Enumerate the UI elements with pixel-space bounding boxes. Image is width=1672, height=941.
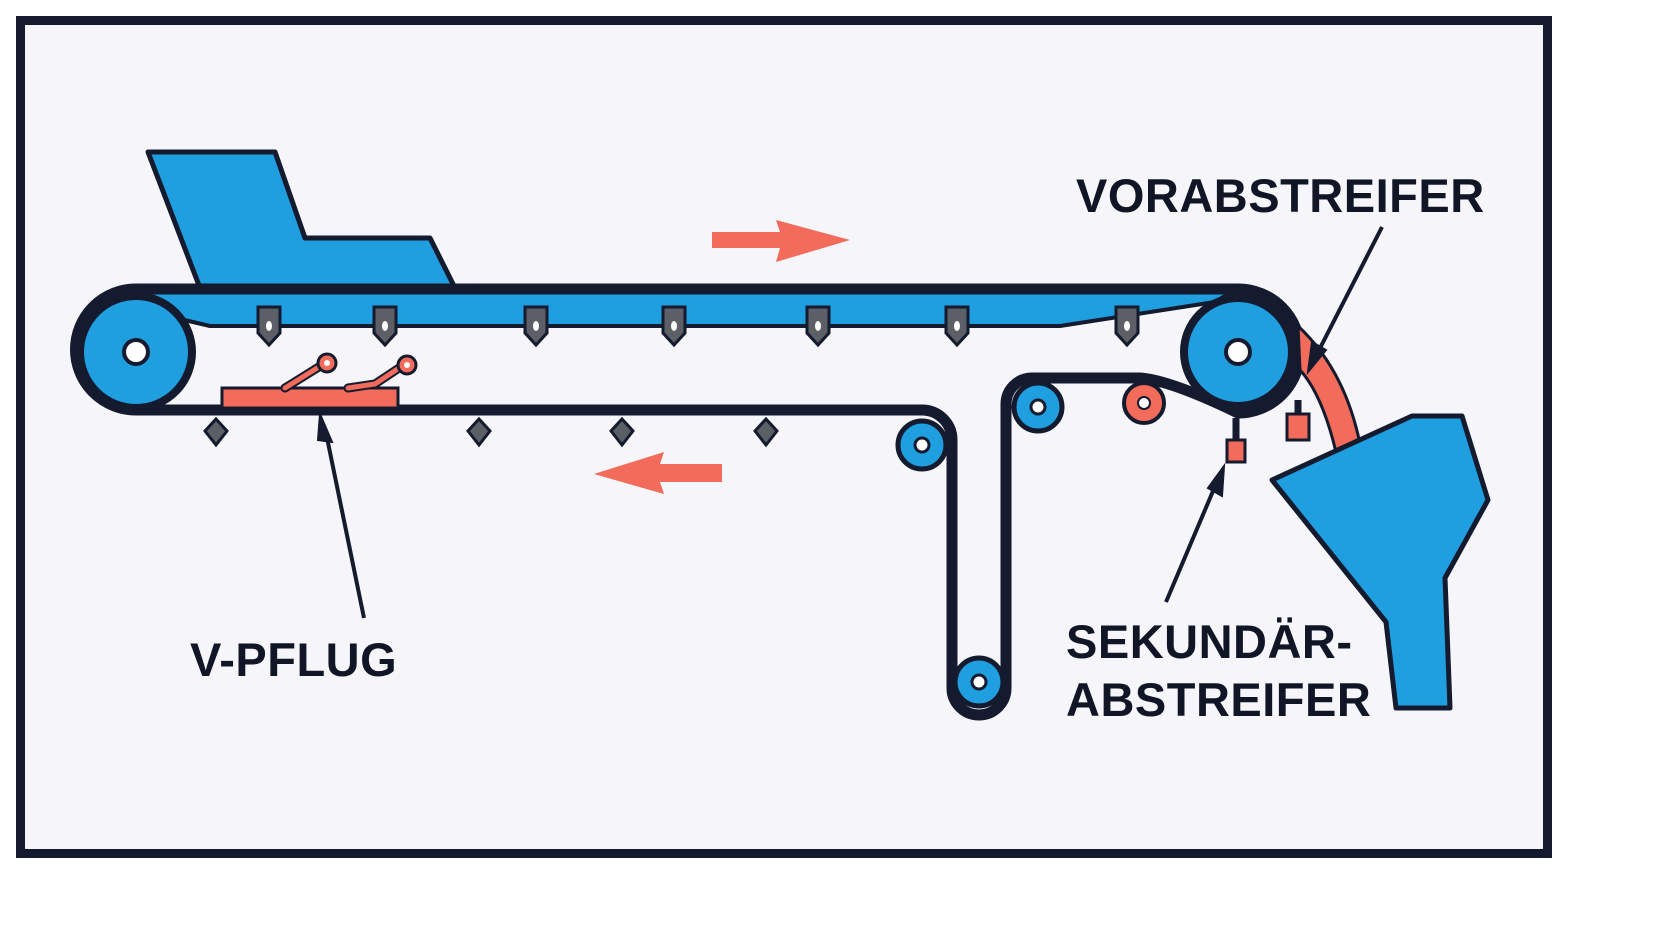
v-plow [220,352,418,410]
feed-hopper [145,149,458,291]
label-secondary-cleaner-line1: SEKUNDÄR- [1066,615,1353,668]
cleaning-roller [1122,381,1166,425]
callout-arrows [316,226,1384,619]
return-idler-2 [466,416,492,448]
return-idlers [203,416,779,448]
secondary-scraper [1225,418,1247,464]
arrow-left-icon [594,452,722,494]
snub-pulley-2 [1011,380,1065,434]
tail-pulley [76,292,196,412]
take-up-pulley [952,655,1006,709]
pointer-primary [1314,226,1384,357]
head-pulley [1180,294,1296,410]
pointer-v-plow [323,427,366,619]
return-idler-1 [203,416,229,448]
label-secondary-cleaner-line2: ABSTREIFER [1066,673,1371,726]
idler-highlights [266,321,1130,331]
carrying-belt [138,288,1237,328]
return-idler-3 [609,416,635,448]
arrow-right-icon [712,220,850,262]
pointer-secondary [1164,483,1218,603]
label-v-plow: V-PFLUG [190,633,397,686]
snub-pulley-1 [895,418,949,472]
primary-scraper [1285,400,1311,442]
carrying-idlers [256,305,1140,348]
return-idler-4 [753,416,779,448]
label-primary-cleaner: VORABSTREIFER [1076,169,1485,222]
discharge-chute [1269,413,1491,711]
